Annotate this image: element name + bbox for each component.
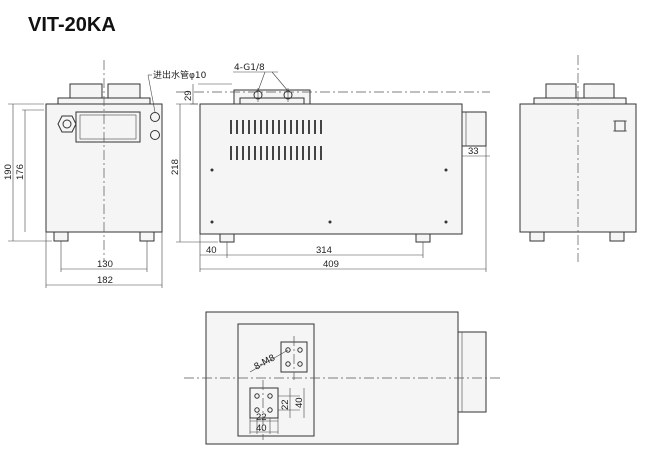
front-view: 进出水管φ10 190 176 130 182 bbox=[3, 60, 207, 288]
dim-front-height-outer: 190 bbox=[3, 164, 14, 180]
water-pipe-label: 进出水管φ10 bbox=[153, 69, 207, 81]
dim-side-length-total: 409 bbox=[323, 259, 339, 270]
model-title: VIT-20KA bbox=[28, 14, 116, 36]
vent-grille-upper bbox=[230, 120, 322, 134]
dim-plate-c: 22 bbox=[256, 412, 267, 423]
side-view: 4-G1/8 bbox=[170, 63, 490, 272]
rear-view bbox=[519, 55, 637, 262]
dim-front-width-outer: 182 bbox=[97, 275, 113, 286]
dim-plate-a: 22 bbox=[280, 399, 291, 410]
dim-front-height-inner: 176 bbox=[15, 164, 26, 180]
dim-plate-d: 40 bbox=[256, 423, 267, 434]
vent-grille-lower bbox=[230, 146, 322, 160]
dim-rear-protrusion: 33 bbox=[468, 146, 479, 157]
dim-side-height: 218 bbox=[170, 159, 181, 175]
dim-side-length-inner: 314 bbox=[316, 245, 332, 256]
top-view: 8-M8 22 40 22 40 bbox=[184, 311, 500, 445]
thread-spec-label: 4-G1/8 bbox=[234, 63, 265, 73]
dim-top-offset: 29 bbox=[183, 90, 194, 101]
water-inlet-icon bbox=[150, 112, 160, 122]
dim-side-offset-left: 40 bbox=[206, 245, 217, 256]
dim-plate-b: 40 bbox=[294, 397, 305, 408]
dim-front-width-inner: 130 bbox=[97, 259, 113, 270]
water-outlet-icon bbox=[150, 130, 160, 140]
